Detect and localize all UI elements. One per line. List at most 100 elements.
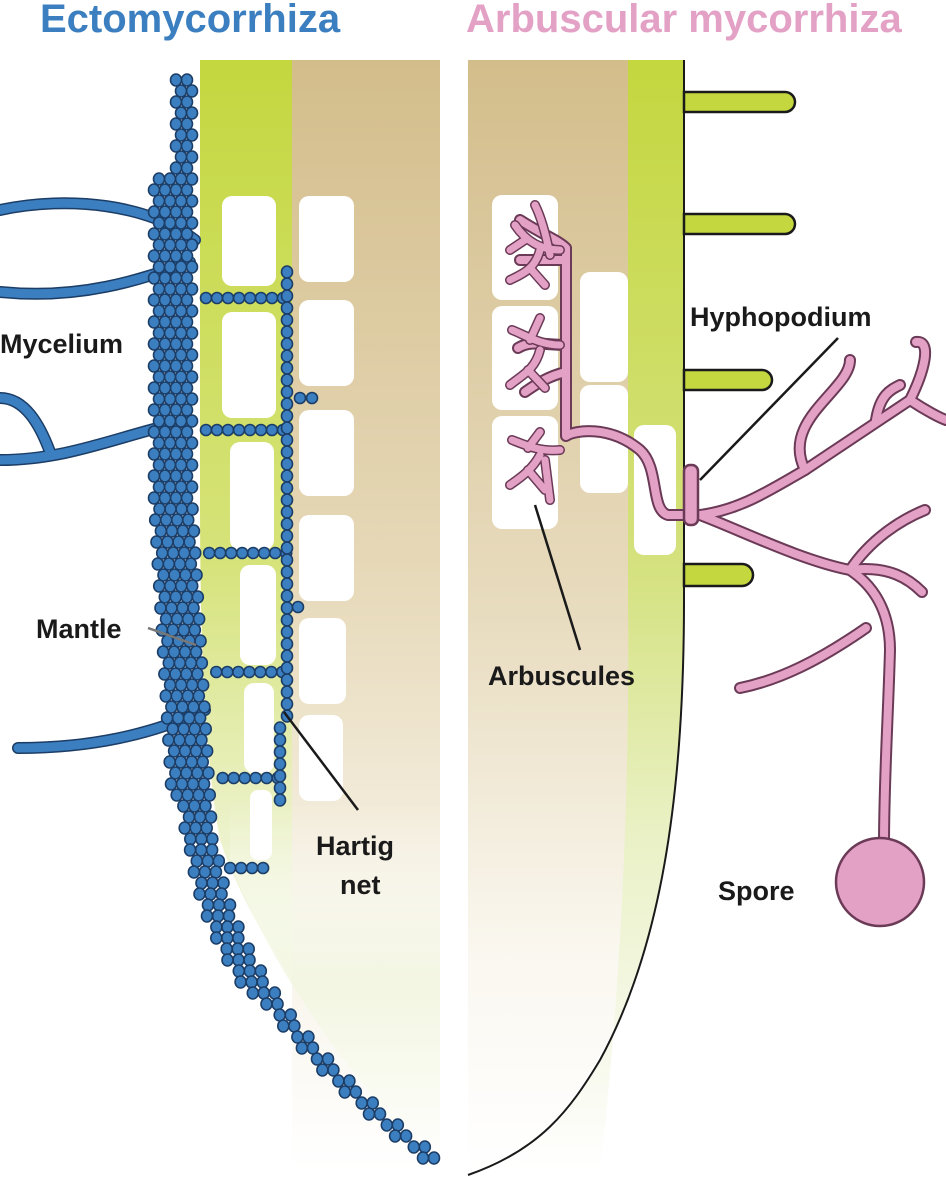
fungal-cell xyxy=(209,865,223,879)
fungal-cell xyxy=(212,854,226,868)
fungal-cell xyxy=(147,359,161,373)
fungal-cell xyxy=(184,557,198,571)
fungal-cell xyxy=(160,711,174,725)
fungal-cell xyxy=(295,1041,309,1055)
fungal-cell xyxy=(170,689,184,703)
fungal-cell xyxy=(268,546,282,560)
fungal-cell xyxy=(185,304,199,318)
fungal-cell xyxy=(280,445,294,459)
fungal-cell xyxy=(152,480,166,494)
ecto-root xyxy=(200,60,440,1170)
fungal-cell xyxy=(185,150,199,164)
fungal-cell xyxy=(216,771,229,785)
fungal-cell xyxy=(158,381,172,395)
fungal-cell xyxy=(204,810,218,824)
fungal-cell xyxy=(349,1085,363,1099)
fungal-cell xyxy=(173,557,187,571)
fungal-cell xyxy=(245,861,259,875)
fungal-cell xyxy=(163,216,177,230)
fungal-cell xyxy=(195,832,208,846)
fungal-cell xyxy=(158,315,172,329)
fungal-cell xyxy=(310,1052,324,1066)
fungal-cell xyxy=(246,546,260,560)
fungal-cell xyxy=(373,1107,387,1121)
fungal-cell xyxy=(210,931,223,945)
fungal-cell xyxy=(166,546,180,560)
fungal-cell xyxy=(273,745,287,759)
fungal-cell xyxy=(280,469,294,483)
fungal-cell xyxy=(178,645,192,659)
fungal-cell xyxy=(185,260,199,274)
fungal-cell xyxy=(176,524,190,538)
fungal-cell xyxy=(147,183,161,197)
fungal-cell xyxy=(174,436,188,450)
fungal-cell xyxy=(210,291,224,305)
fungal-cell xyxy=(152,238,166,252)
fungal-cell xyxy=(210,665,223,679)
fungal-cell xyxy=(169,381,183,395)
fungal-cell xyxy=(158,447,172,461)
fungal-cell xyxy=(169,271,183,285)
fungal-cell xyxy=(180,95,194,109)
fungal-cell xyxy=(176,700,189,714)
fungal-cell xyxy=(180,447,194,461)
fungal-cell xyxy=(170,513,184,527)
fungal-cell xyxy=(185,458,199,472)
leader-lines xyxy=(147,337,839,811)
fungal-cell xyxy=(170,612,184,626)
fungal-cell xyxy=(188,546,202,560)
fungal-cell xyxy=(180,183,194,197)
fungal-cell xyxy=(234,861,248,875)
fungal-cell xyxy=(232,920,245,934)
fungal-cell xyxy=(152,304,166,318)
fungal-cell xyxy=(158,205,172,219)
fungal-cell xyxy=(366,1096,380,1110)
fungal-cell xyxy=(166,722,179,736)
fungal-cell xyxy=(153,502,166,516)
fungal-cell xyxy=(163,579,177,593)
fungal-cell xyxy=(243,964,257,978)
fungal-cell xyxy=(162,557,176,571)
fungal-cell xyxy=(193,810,207,824)
fungal-cell xyxy=(147,227,161,241)
fungal-cell xyxy=(180,667,193,681)
fungal-cell xyxy=(211,909,225,923)
fungal-cell xyxy=(152,194,166,208)
fungal-cell xyxy=(147,447,161,461)
fungal-cell xyxy=(203,788,216,802)
fungal-cell xyxy=(180,293,194,307)
fungal-cell xyxy=(191,590,205,604)
fungal-cell xyxy=(180,403,194,417)
fungal-cell xyxy=(169,447,183,461)
fungal-cell xyxy=(187,700,200,714)
fungal-cell xyxy=(221,953,234,967)
fungal-cell xyxy=(391,1118,405,1132)
fungal-cell xyxy=(232,291,246,305)
fungal-cell xyxy=(280,397,294,411)
fungal-cell xyxy=(280,301,294,315)
fungal-cell xyxy=(175,777,189,791)
fungal-cell xyxy=(200,821,213,835)
fungal-cell xyxy=(197,777,211,791)
fungal-cell xyxy=(174,128,188,142)
fungal-cell xyxy=(273,781,287,795)
fungal-cell xyxy=(200,744,214,758)
fungal-cell xyxy=(167,645,181,659)
am-hyphae xyxy=(512,214,946,851)
fungal-cell xyxy=(280,505,294,519)
fungal-cell xyxy=(189,645,203,659)
fungal-cell xyxy=(280,697,294,711)
fungal-cell xyxy=(174,579,188,593)
fungal-cell xyxy=(199,423,213,437)
fungal-cell xyxy=(183,535,196,549)
fungal-cell xyxy=(180,469,194,483)
fungal-cell xyxy=(169,139,183,153)
fungal-cell xyxy=(164,502,177,516)
fungal-cell xyxy=(174,84,188,98)
fungal-cell xyxy=(169,315,183,329)
fungal-cell xyxy=(169,183,183,197)
fungal-cell xyxy=(280,265,294,279)
fungal-cell xyxy=(280,385,294,399)
fungal-cell xyxy=(169,425,183,439)
fungal-cell xyxy=(162,656,176,670)
